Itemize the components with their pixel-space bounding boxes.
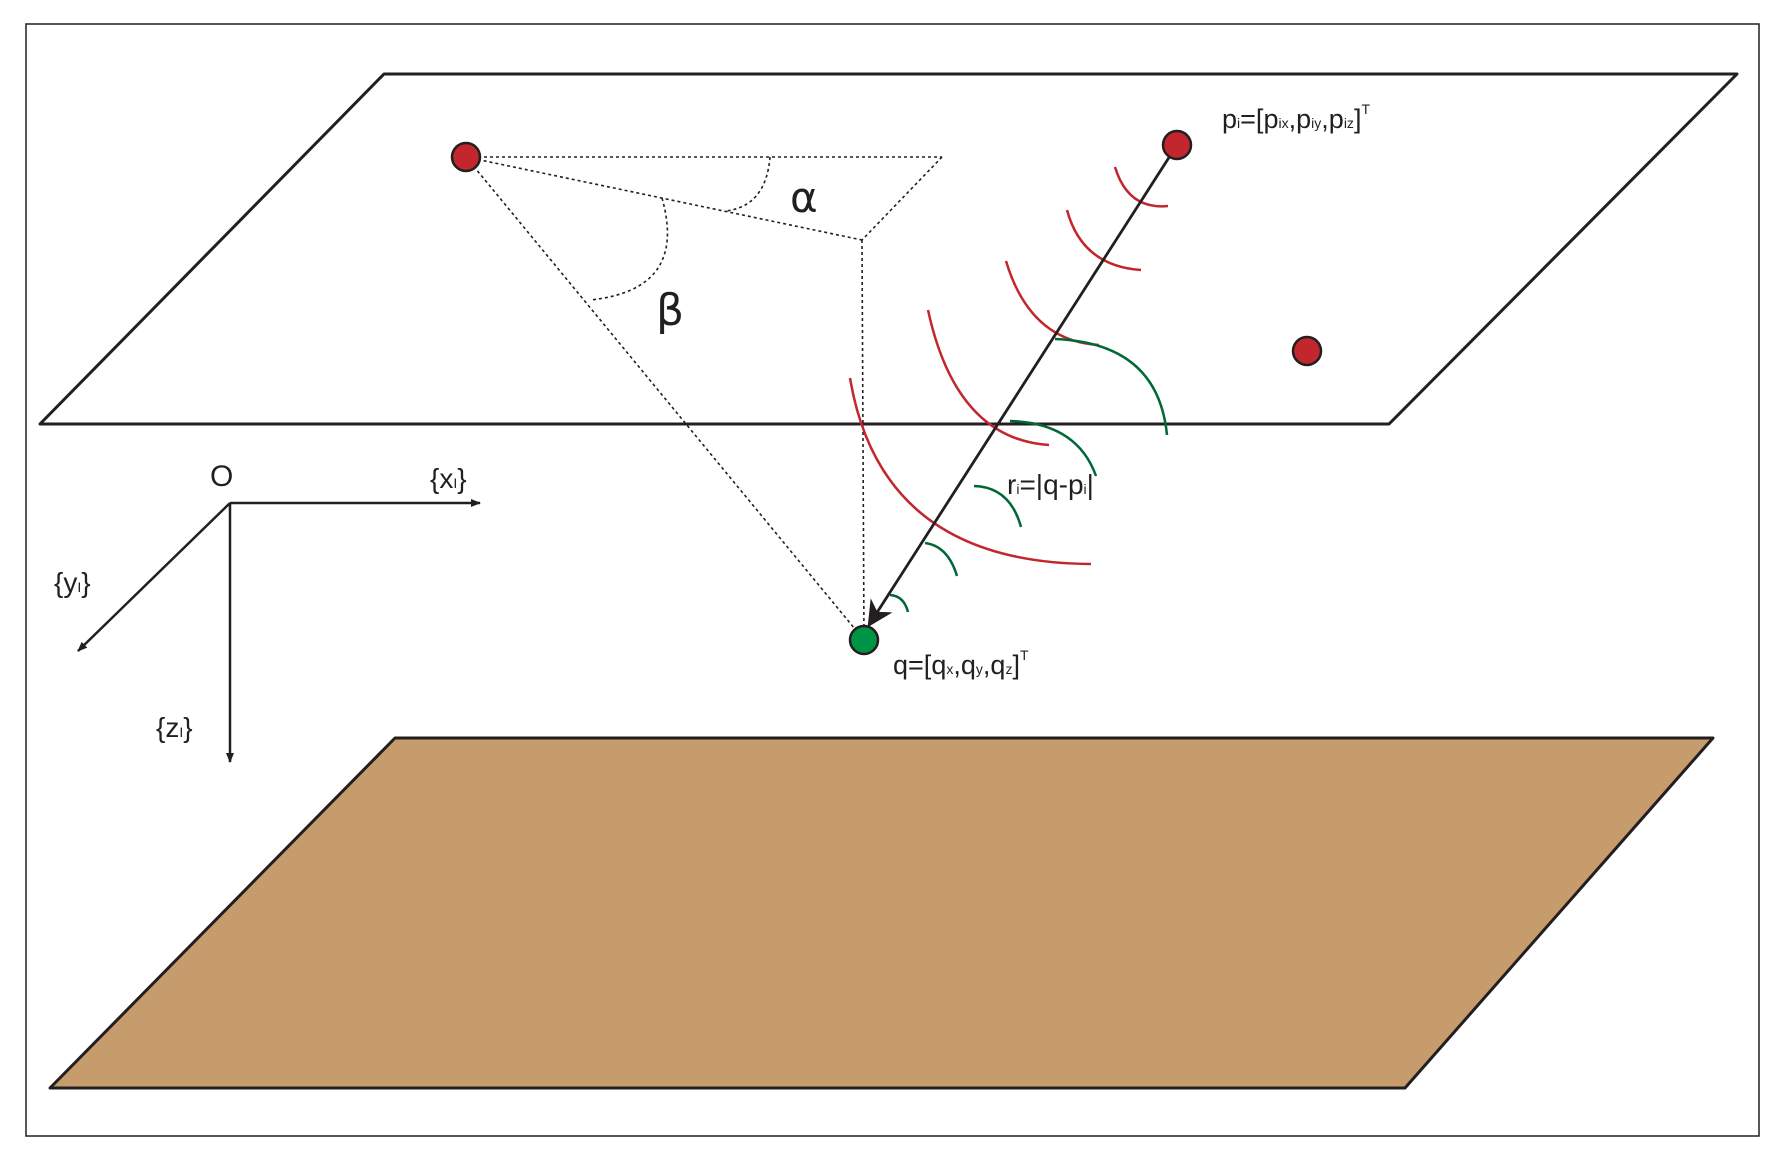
receiver-position-label: q=[qx,qy,qz]T	[893, 647, 1029, 680]
beta-label: β	[656, 285, 684, 336]
beacon-p-i	[1161, 129, 1193, 161]
x-axis-label: {xI}	[430, 463, 467, 494]
origin-label: O	[210, 460, 233, 493]
alpha-label: α	[790, 173, 818, 222]
receiver-q	[848, 624, 880, 656]
beacon-left	[450, 141, 482, 173]
y-axis-label: {yI}	[54, 567, 91, 598]
figure-frame	[25, 23, 1760, 1137]
coordinate-axes	[77, 499, 481, 763]
beacon-right	[1291, 335, 1323, 367]
alpha-arc	[725, 156, 771, 212]
angle-construction-lines	[465, 156, 943, 641]
beacon-position-label: pi=[pix,piy,piz]T	[1222, 101, 1370, 134]
range-vector-arrow	[867, 144, 1179, 628]
upper-plane	[38, 72, 1739, 426]
range-label: ri=|q-pi|	[1007, 469, 1094, 500]
ground-plane	[48, 736, 1715, 1090]
beta-arc	[589, 197, 669, 301]
green-wavefronts	[889, 337, 1169, 613]
z-axis-label: {zI}	[156, 712, 193, 743]
y-axis-arrow	[77, 502, 231, 652]
